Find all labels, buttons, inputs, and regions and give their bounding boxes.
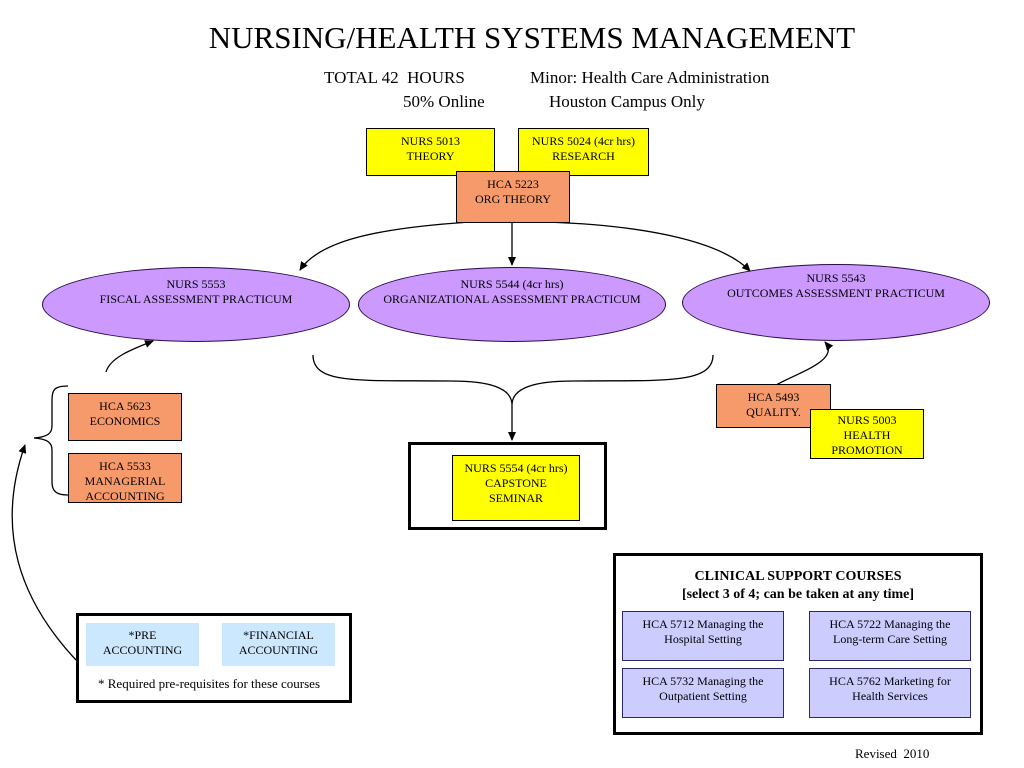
revised-label: Revised 2010 — [855, 746, 930, 761]
clinical-course-hca-5712[interactable]: HCA 5712 Managing the Hospital Setting — [622, 611, 784, 661]
campus-label: Houston Campus Only — [549, 92, 705, 111]
course-title: ORG THEORY — [474, 192, 552, 206]
clinical-course-hca-5722[interactable]: HCA 5722 Managing the Long-term Care Set… — [809, 611, 971, 661]
course-title: MANAGERIAL — [84, 474, 166, 488]
course-title-2: Health Services — [852, 689, 928, 703]
arrow-prereq-to-brace — [11, 444, 77, 661]
clinical-subheading: [select 3 of 4; can be taken at any time… — [681, 587, 915, 602]
arrow-econ-to-fiscal — [105, 340, 154, 373]
course-code: HCA 5493 — [747, 390, 800, 404]
course-title-2: Hospital Setting — [664, 632, 742, 646]
course-title-2: Outpatient Setting — [659, 689, 747, 703]
practicum-nurs-5543[interactable]: NURS 5543 OUTCOMES ASSESSMENT PRACTICUM — [682, 264, 990, 341]
course-title: ECONOMICS — [89, 414, 161, 428]
course-code: HCA 5623 — [99, 399, 151, 413]
prereq-financial-accounting[interactable]: *FINANCIAL ACCOUNTING — [222, 623, 335, 666]
course-title: THEORY — [406, 149, 455, 163]
course-code: NURS 5543 — [806, 271, 866, 285]
prereq-note: * Required pre-requisites for these cour… — [98, 676, 321, 691]
course-code: NURS 5013 — [400, 134, 460, 148]
course-code: NURS 5024 (4cr hrs) — [532, 134, 635, 148]
course-code: NURS 5544 (4cr hrs) — [460, 277, 564, 291]
course-title-2: SEMINAR — [488, 491, 543, 505]
course-code: NURS 5554 (4cr hrs) — [464, 461, 568, 475]
course-title: HCA 5762 Marketing for — [829, 674, 951, 688]
course-nurs-5024[interactable]: NURS 5024 (4cr hrs) RESEARCH — [518, 128, 649, 176]
practicum-nurs-5553[interactable]: NURS 5553 FISCAL ASSESSMENT PRACTICUM — [42, 267, 350, 342]
course-hca-5533[interactable]: HCA 5533 MANAGERIAL ACCOUNTING — [68, 453, 182, 503]
clinical-course-hca-5762[interactable]: HCA 5762 Marketing for Health Services — [809, 668, 971, 718]
course-title-2: PROMOTION — [831, 443, 903, 457]
course-title: *FINANCIAL — [243, 628, 314, 642]
page-title: NURSING/HEALTH SYSTEMS MANAGEMENT — [208, 20, 856, 55]
total-hours: TOTAL 42 HOURS — [324, 68, 465, 87]
course-title: *PRE — [128, 628, 157, 642]
course-nurs-5554[interactable]: NURS 5554 (4cr hrs) CAPSTONE SEMINAR — [452, 455, 580, 521]
arrow-org-to-fiscal — [299, 221, 471, 271]
arrow-quality-to-outcomes — [775, 341, 834, 386]
clinical-header: CLINICAL SUPPORT COURSES [select 3 of 4;… — [613, 568, 983, 604]
course-title-2: ACCOUNTING — [102, 643, 183, 657]
course-title: HCA 5712 Managing the — [642, 617, 764, 631]
course-code: NURS 5553 — [166, 277, 226, 291]
clinical-heading: CLINICAL SUPPORT COURSES — [694, 569, 902, 584]
prereq-pre-accounting[interactable]: *PRE ACCOUNTING — [86, 623, 199, 666]
minor-label: Minor: Health Care Administration — [530, 68, 770, 87]
course-title-2: ACCOUNTING — [85, 489, 165, 503]
practicum-nurs-5544[interactable]: NURS 5544 (4cr hrs) ORGANIZATIONAL ASSES… — [358, 267, 666, 342]
course-title: OUTCOMES ASSESSMENT PRACTICUM — [727, 286, 945, 300]
arrow-org-to-outcomes — [544, 221, 751, 272]
course-title: RESEARCH — [552, 149, 615, 163]
course-nurs-5003[interactable]: NURS 5003 HEALTH PROMOTION — [810, 409, 924, 459]
course-hca-5623[interactable]: HCA 5623 ECONOMICS — [68, 393, 182, 441]
course-title: ORGANIZATIONAL ASSESSMENT PRACTICUM — [383, 292, 641, 306]
course-title: QUALITY. — [746, 405, 801, 419]
course-title-2: ACCOUNTING — [238, 643, 319, 657]
course-title: FISCAL ASSESSMENT PRACTICUM — [99, 292, 293, 306]
bracket-practicums-to-capstone — [312, 354, 714, 406]
online-label: 50% Online — [403, 92, 485, 111]
course-nurs-5013[interactable]: NURS 5013 THEORY — [366, 128, 495, 176]
course-hca-5223[interactable]: HCA 5223 ORG THEORY — [456, 171, 570, 223]
course-title: HCA 5732 Managing the — [642, 674, 764, 688]
course-code: HCA 5533 — [99, 459, 151, 473]
course-code: HCA 5223 — [487, 177, 539, 191]
left-brace — [33, 385, 69, 496]
course-code: NURS 5003 — [837, 413, 897, 427]
clinical-course-hca-5732[interactable]: HCA 5732 Managing the Outpatient Setting — [622, 668, 784, 718]
course-title: HEALTH — [843, 428, 891, 442]
course-title-2: Long-term Care Setting — [833, 632, 947, 646]
course-title: HCA 5722 Managing the — [829, 617, 951, 631]
course-title: CAPSTONE — [485, 476, 547, 490]
